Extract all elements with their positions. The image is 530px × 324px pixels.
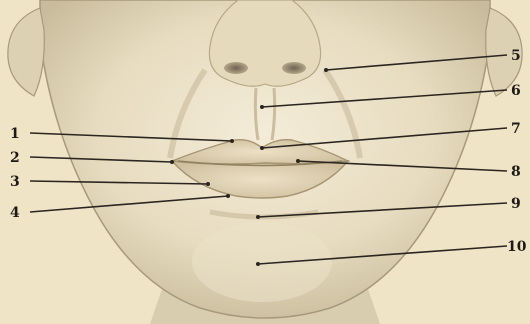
- callout-10: 10: [507, 239, 527, 255]
- anchor-4: [226, 194, 230, 198]
- callout-3: 3: [10, 174, 20, 190]
- anchor-5: [324, 68, 328, 72]
- anchor-2: [170, 160, 174, 164]
- callout-8: 8: [511, 164, 521, 180]
- anchor-1: [230, 139, 234, 143]
- anchor-10: [256, 262, 260, 266]
- anchor-9: [256, 215, 260, 219]
- callout-7: 7: [511, 121, 521, 137]
- left-nostril: [224, 62, 248, 74]
- callout-9: 9: [511, 196, 521, 212]
- anchor-6: [260, 105, 264, 109]
- anchor-7: [260, 146, 264, 150]
- callout-2: 2: [10, 150, 20, 166]
- callout-1: 1: [10, 126, 20, 142]
- anchor-3: [206, 182, 210, 186]
- anchor-8: [296, 159, 300, 163]
- chin-highlight: [192, 222, 332, 302]
- callout-4: 4: [10, 205, 20, 221]
- nose: [209, 0, 320, 86]
- right-nostril: [282, 62, 306, 74]
- callout-5: 5: [511, 48, 521, 64]
- callout-6: 6: [511, 83, 521, 99]
